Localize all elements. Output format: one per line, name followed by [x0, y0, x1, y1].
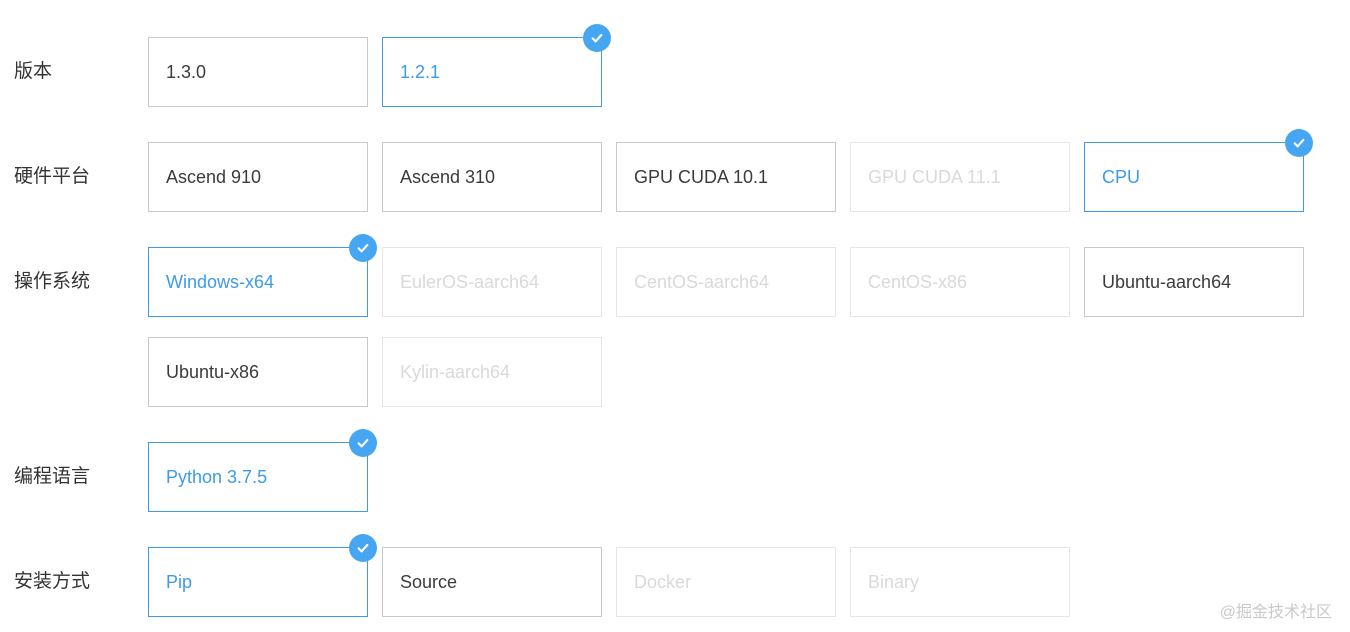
options-group: Ascend 910 Ascend 310 GPU CUDA 10.1 GPU CUD…: [148, 129, 1318, 212]
selector-row: 编程语言 Python 3.7.5: [0, 429, 1350, 512]
row-label: 版本: [14, 61, 53, 82]
option-ubuntu-x86[interactable]: Ubuntu-x86: [148, 337, 368, 407]
option-label: CPU: [1102, 167, 1141, 187]
option-centos-aarch64: CentOS-aarch64: [616, 247, 836, 317]
option-centos-x86: CentOS-x86: [850, 247, 1070, 317]
option-ubuntu-aarch64[interactable]: Ubuntu-aarch64: [1084, 247, 1304, 317]
option-label: Pip: [166, 572, 193, 592]
selector-row: 操作系统 Windows-x64 EulerOS-aarch64 CentOS-aar…: [0, 234, 1350, 407]
option-label: Source: [400, 572, 458, 592]
option-ascend-310[interactable]: Ascend 310: [382, 142, 602, 212]
install-config-selector: 版本 1.3.0 1.2.1 硬件平台 Ascend 910 Ascend 310 GPU …: [0, 24, 1350, 617]
option-gpu-cuda-11-1: GPU CUDA 11.1: [850, 142, 1070, 212]
selector-row: 安装方式 Pip Source Docker Binary: [0, 534, 1350, 617]
option-label: Python 3.7.5: [166, 467, 268, 487]
option-source[interactable]: Source: [382, 547, 602, 617]
option-docker: Docker: [616, 547, 836, 617]
option-windows-x64[interactable]: Windows-x64: [148, 234, 377, 317]
option-1-3-0[interactable]: 1.3.0: [148, 37, 368, 107]
option-cpu[interactable]: CPU: [1084, 129, 1313, 212]
option-label: Ascend 910: [166, 167, 262, 187]
option-ascend-910[interactable]: Ascend 910: [148, 142, 368, 212]
option-label: 1.2.1: [400, 62, 441, 82]
check-icon: [583, 24, 611, 52]
row-label: 编程语言: [14, 466, 91, 487]
option-label: GPU CUDA 11.1: [868, 167, 1001, 187]
row-label: 安装方式: [14, 571, 91, 592]
row-label: 硬件平台: [14, 166, 91, 187]
options-group: Python 3.7.5: [148, 429, 1318, 512]
option-label: Binary: [868, 572, 920, 592]
options-group: Pip Source Docker Binary: [148, 534, 1318, 617]
option-euleros-aarch64: EulerOS-aarch64: [382, 247, 602, 317]
option-label: GPU CUDA 10.1: [634, 167, 769, 187]
selector-row: 硬件平台 Ascend 910 Ascend 310 GPU CUDA 10.1 GPU…: [0, 129, 1350, 212]
option-gpu-cuda-10-1[interactable]: GPU CUDA 10.1: [616, 142, 836, 212]
option-label: Ascend 310: [400, 167, 496, 187]
option-label: EulerOS-aarch64: [400, 272, 540, 292]
option-label: CentOS-aarch64: [634, 272, 770, 292]
option-binary: Binary: [850, 547, 1070, 617]
option-label: CentOS-x86: [868, 272, 968, 292]
check-icon: [349, 534, 377, 562]
options-group: Windows-x64 EulerOS-aarch64 CentOS-aarch64…: [148, 234, 1318, 407]
check-icon: [1285, 129, 1313, 157]
option-label: Windows-x64: [166, 272, 275, 292]
options-group: 1.3.0 1.2.1: [148, 24, 1318, 107]
option-kylin-aarch64: Kylin-aarch64: [382, 337, 602, 407]
option-label: Ubuntu-x86: [166, 362, 260, 382]
watermark: @掘金技术社区: [1219, 604, 1332, 621]
option-label: Kylin-aarch64: [400, 362, 511, 382]
check-icon: [349, 234, 377, 262]
option-label: 1.3.0: [166, 62, 207, 82]
option-pip[interactable]: Pip: [148, 534, 377, 617]
row-label: 操作系统: [14, 271, 91, 292]
option-python-3-7-5[interactable]: Python 3.7.5: [148, 429, 377, 512]
option-label: Ubuntu-aarch64: [1102, 272, 1232, 292]
selector-row: 版本 1.3.0 1.2.1: [0, 24, 1350, 107]
check-icon: [349, 429, 377, 457]
option-label: Docker: [634, 572, 692, 592]
option-1-2-1[interactable]: 1.2.1: [382, 24, 611, 107]
